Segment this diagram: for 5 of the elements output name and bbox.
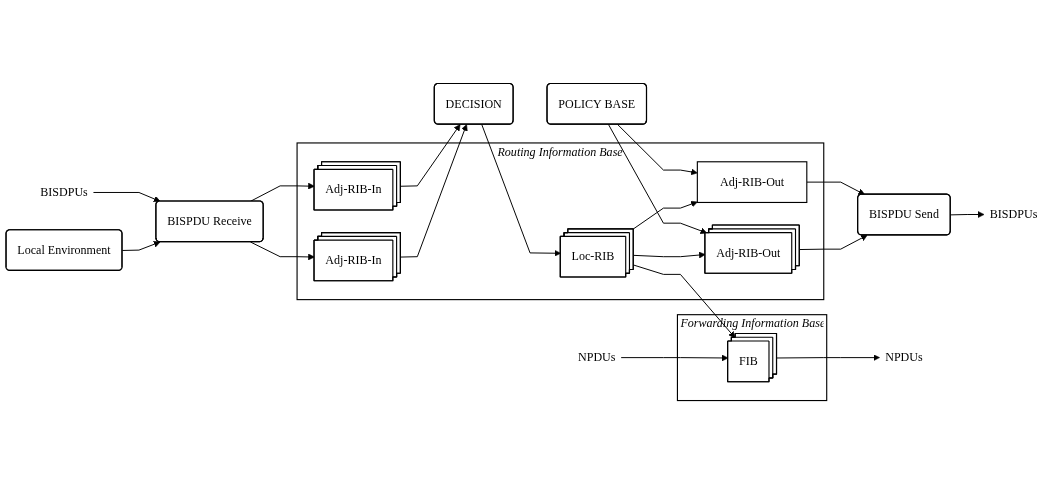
node-box: Adj-RIB-Out — [696, 161, 808, 204]
node-text: NPDUs — [578, 350, 616, 364]
node-text: BISDPUs — [40, 185, 88, 199]
node-text: BISDPUs — [989, 207, 1038, 221]
node-text: NPDUs — [885, 350, 923, 364]
